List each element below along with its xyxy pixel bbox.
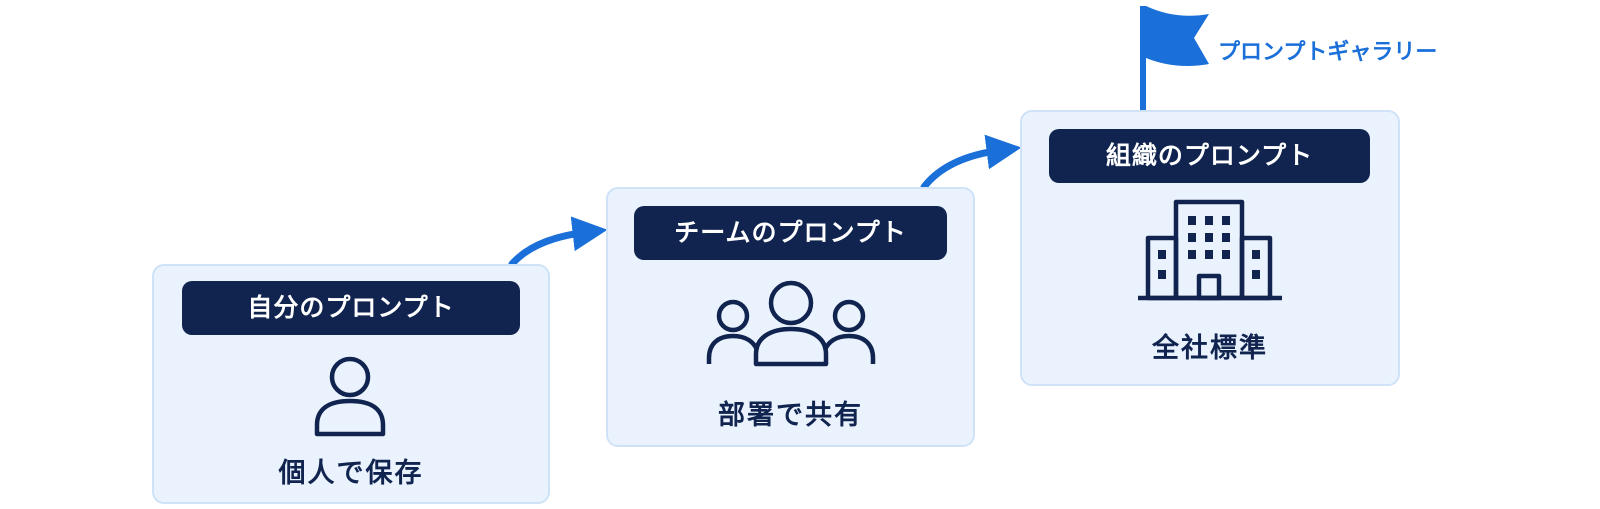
arrow-1-icon	[508, 216, 608, 268]
flag-label: プロンプトギャラリー	[1218, 40, 1438, 65]
arrow-2-icon	[920, 134, 1022, 191]
step-title-team: チームのプロンプト	[634, 206, 947, 260]
step-title-personal: 自分のプロンプト	[182, 281, 520, 335]
building-icon	[1138, 199, 1282, 301]
step-caption-team: 部署で共有	[718, 400, 863, 431]
flag-icon	[1140, 6, 1209, 110]
step-title-organization: 組織のプロンプト	[1049, 129, 1370, 183]
step-caption-personal: 個人で保存	[278, 458, 424, 489]
team-icon	[706, 280, 876, 367]
step-caption-organization: 全社標準	[1152, 333, 1268, 364]
person-icon	[314, 356, 386, 437]
